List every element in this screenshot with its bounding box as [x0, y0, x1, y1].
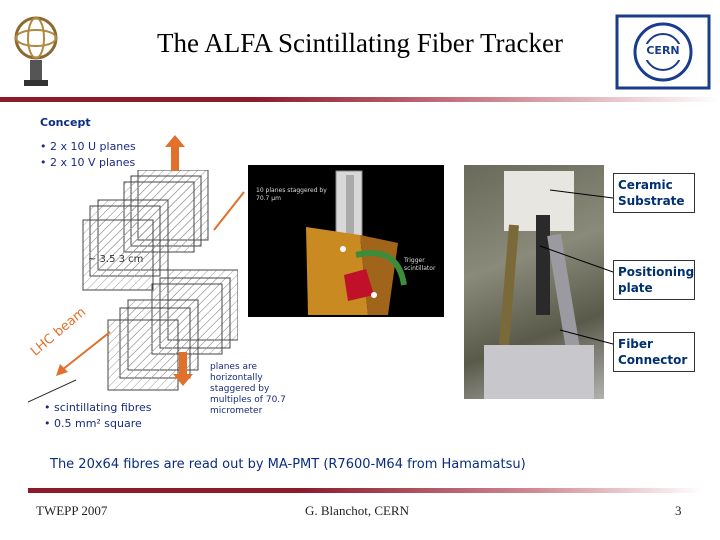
photo-drawing — [484, 171, 594, 399]
detector-planes-diagram — [28, 170, 238, 403]
concept-heading: Concept — [40, 116, 91, 129]
render-label-trigger: Trigger scintillator — [404, 257, 436, 272]
hardware-photo — [464, 165, 604, 399]
render-drawing — [306, 170, 407, 315]
dimension-label: ~ 3.5 3 cm — [88, 254, 144, 265]
detector-render: 10 planes staggered by 70.7 µm Trigger s… — [248, 165, 444, 317]
upper-plane-stack — [82, 170, 209, 291]
callout-ceramic-substrate: Ceramic Substrate — [613, 173, 695, 213]
title-divider — [0, 97, 720, 102]
concept-bullet-u: • 2 x 10 U planes — [40, 140, 136, 153]
beam-in-arrow-icon — [213, 191, 245, 231]
footer-conference: TWEPP 2007 — [36, 503, 108, 518]
cern-logo: CERN — [615, 14, 711, 90]
footer-divider — [28, 488, 703, 493]
cern-logo-text: CERN — [646, 44, 680, 57]
lower-plane-stack — [107, 269, 238, 391]
callout-leaders — [539, 189, 614, 345]
atlas-logo — [14, 16, 58, 86]
readout-caption: The 20x64 fibres are read out by MA-PMT … — [50, 457, 526, 472]
up-arrow-icon — [165, 135, 185, 171]
beam-out-arrow-icon — [56, 331, 111, 376]
concept-bullet-v: • 2 x 10 V planes — [40, 156, 136, 169]
fibre-bullet-1: • scintillating fibres — [44, 401, 152, 414]
fibre-bullet-2: • 0.5 mm² square — [44, 417, 142, 430]
slide-title: The ALFA Scintillating Fiber Tracker — [157, 28, 563, 58]
callout-fiber-connector: Fiber Connector — [613, 332, 695, 372]
down-arrow-icon — [173, 352, 193, 386]
page-number: 3 — [675, 503, 682, 518]
footer-author: G. Blanchot, CERN — [305, 503, 409, 518]
stagger-note: planes are horizontally staggered by mul… — [210, 362, 286, 416]
callout-positioning-plate: Positioning plate — [613, 260, 695, 300]
render-label-planes: 10 planes staggered by 70.7 µm — [256, 187, 327, 202]
